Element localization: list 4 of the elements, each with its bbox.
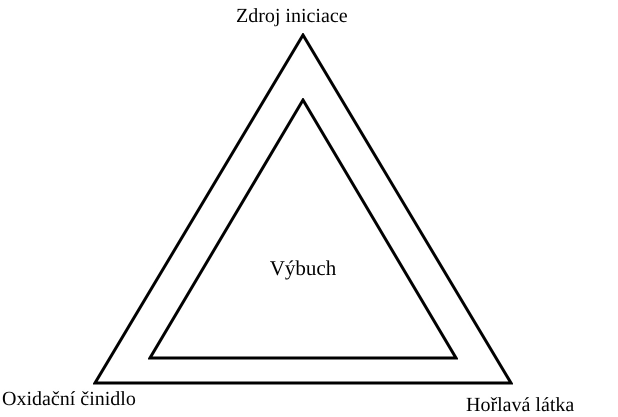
corner-label: Oxidační činidlo xyxy=(2,387,136,412)
corner-label: Hořlavá látka xyxy=(466,393,574,417)
corner-label: Zdroj iniciace xyxy=(236,4,348,29)
node-label: Výbuch xyxy=(270,255,336,282)
